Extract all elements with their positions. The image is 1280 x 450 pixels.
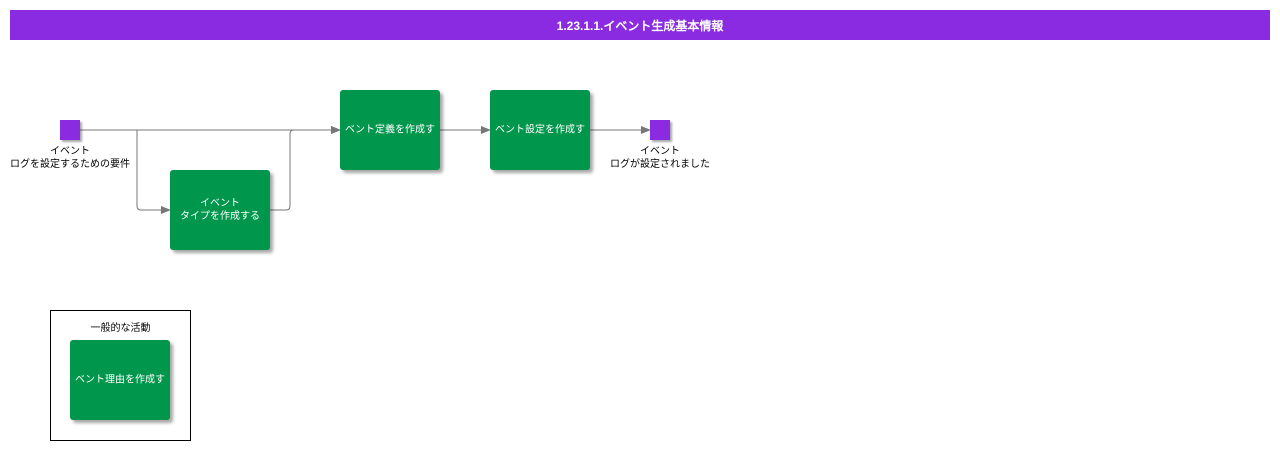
legend-title: 一般的な活動	[90, 323, 151, 334]
diagram-title: 1.23.1.1.イベント生成基本情報	[556, 18, 724, 33]
start-event-label: イベント ログを設定するための要件	[10, 146, 130, 170]
edge-start-to-type	[136, 130, 171, 214]
edge-type-to-definition	[270, 126, 341, 211]
activity-create-event-settings-label: ベント設定を作成す	[495, 124, 585, 136]
diagram-title-bar: 1.23.1.1.イベント生成基本情報	[10, 10, 1270, 40]
end-event-label: イベント ログが設定されました	[610, 146, 710, 170]
activity-create-event-settings[interactable]: ベント設定を作成す	[490, 90, 590, 170]
activity-create-event-reason[interactable]: ベント理由を作成す	[70, 340, 170, 420]
activity-create-event-type-label: イベント タイプを作成する	[180, 198, 260, 222]
activity-create-event-definition[interactable]: ベント定義を作成す	[340, 90, 440, 170]
activity-create-event-type[interactable]: イベント タイプを作成する	[170, 170, 270, 250]
activity-create-event-reason-label: ベント理由を作成す	[75, 374, 165, 386]
activity-create-event-definition-label: ベント定義を作成す	[345, 124, 435, 136]
start-event[interactable]	[60, 120, 80, 140]
end-event[interactable]	[650, 120, 670, 140]
legend-common-activities: 一般的な活動 ベント理由を作成す	[50, 310, 191, 441]
